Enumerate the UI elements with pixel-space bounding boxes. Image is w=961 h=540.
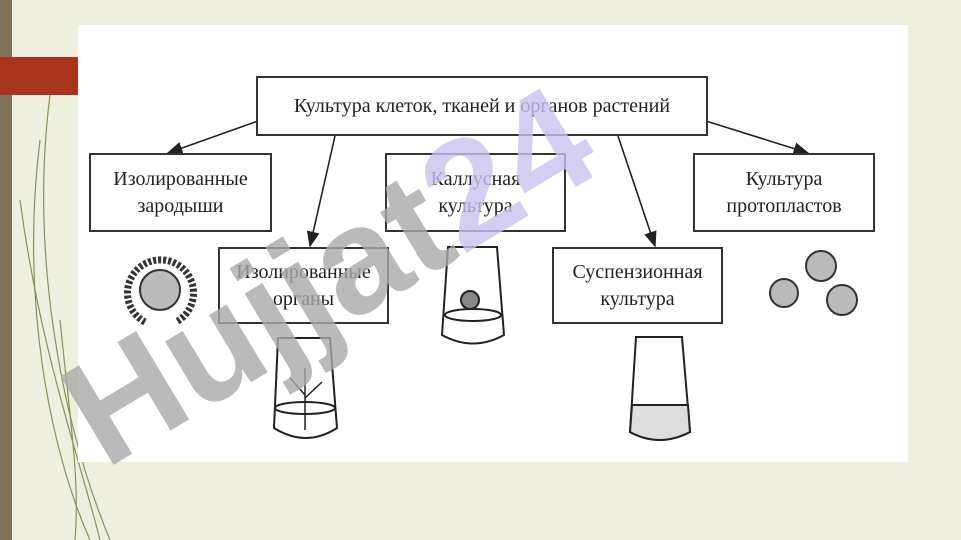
accent-red-bar [0, 57, 78, 95]
suspension-flask-illustration [628, 336, 692, 441]
node-suspension-culture: Суспензионная культура [552, 247, 723, 324]
node-protoplast-culture: Культура протопластов [693, 153, 875, 232]
protoplasts-illustration [769, 250, 858, 316]
arrow-to-protoplasts [705, 120, 810, 155]
arrow-to-suspension [617, 135, 657, 248]
callus-flask-illustration [440, 246, 506, 345]
arrow-to-embryos [166, 120, 259, 155]
arrow-to-organs [306, 135, 336, 248]
organ-flask-illustration [272, 337, 339, 439]
node-callus-culture: Каллусная культура [385, 153, 566, 232]
root-node: Культура клеток, тканей и органов растен… [256, 76, 708, 136]
node-isolated-embryos: Изолированные зародыши [89, 153, 272, 232]
side-stripe [0, 0, 12, 540]
embryo-illustration [124, 256, 197, 326]
node-isolated-organs: Изолированные органы [218, 247, 389, 324]
